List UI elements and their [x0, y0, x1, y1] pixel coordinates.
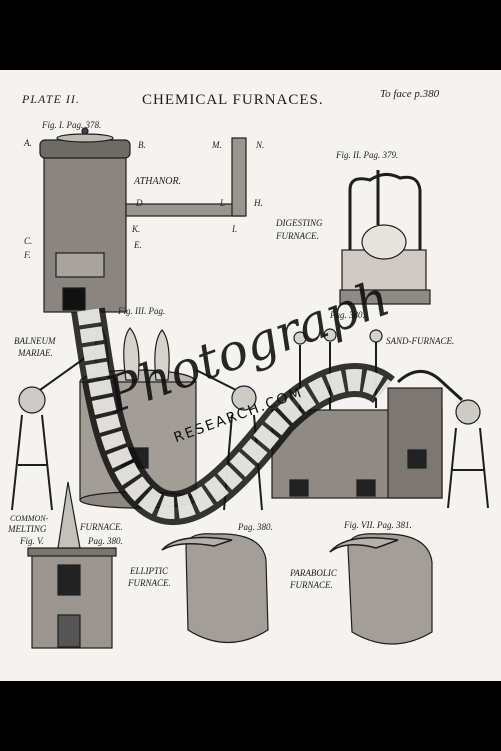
- fig6-page: Pag. 380.: [238, 522, 273, 532]
- fig1-label: Fig. I. Pag. 378.: [42, 120, 102, 130]
- melting-furnace: [27, 481, 117, 649]
- letter-c: C.: [24, 236, 33, 246]
- fig5-page: Pag. 380.: [88, 536, 123, 546]
- fig2-label: Fig. II. Pag. 379.: [336, 150, 399, 160]
- letter-f: F.: [24, 250, 31, 260]
- fig3-label: Fig. III. Pag.: [118, 306, 166, 316]
- letter-b: B.: [138, 140, 146, 150]
- sand-furnace: [271, 328, 489, 509]
- letter-h: H.: [254, 198, 263, 208]
- elliptic-furnace: [161, 533, 269, 644]
- letter-m: M.: [212, 140, 222, 150]
- digesting-furnace: [339, 170, 431, 305]
- mariae-label: MARIAE.: [18, 348, 53, 358]
- letter-n: N.: [256, 140, 265, 150]
- letter-l: L: [220, 198, 226, 208]
- athanor-label: ATHANOR.: [134, 176, 182, 187]
- letter-e: E.: [134, 240, 142, 250]
- letter-k: K.: [132, 224, 141, 234]
- digesting-label: DIGESTING: [276, 218, 323, 228]
- sand-furnace-label: SAND-FURNACE.: [386, 336, 455, 346]
- plate-number: PLATE II.: [22, 92, 80, 106]
- melting-furnace-label: FURNACE.: [80, 522, 123, 532]
- digesting-label-2: FURNACE.: [276, 231, 319, 241]
- engraving-plate: PLATE II. CHEMICAL FURNACES. To face p.3…: [0, 70, 501, 681]
- parabolic-label: PARABOLIC: [290, 568, 337, 578]
- letter-a: A.: [24, 138, 32, 148]
- elliptic-label: ELLIPTIC: [130, 566, 169, 576]
- common-label: COMMON-: [10, 514, 49, 523]
- fig4-page: Pag. 380.: [330, 310, 365, 320]
- parabolic-label-2: FURNACE.: [290, 580, 333, 590]
- letter-i: I.: [232, 224, 238, 234]
- watermark-script: Photograph: [98, 269, 397, 425]
- fig7-label: Fig. VII. Pag. 381.: [344, 520, 412, 530]
- plate-title: CHEMICAL FURNACES.: [142, 92, 324, 108]
- balneum-label: BALNEUM: [14, 336, 56, 346]
- athanor-furnace: [39, 127, 247, 313]
- watermark: Photograph RESEARCH.COM: [71, 269, 397, 525]
- furnaces-engraving: [11, 127, 489, 649]
- to-face-page: To face p.380: [380, 88, 440, 100]
- elliptic-label-2: FURNACE.: [128, 578, 171, 588]
- letter-d: D: [136, 198, 143, 208]
- parabolic-furnace: [329, 533, 433, 645]
- fig5-label: Fig. V.: [20, 536, 44, 546]
- melting-label: MELTING: [8, 524, 47, 534]
